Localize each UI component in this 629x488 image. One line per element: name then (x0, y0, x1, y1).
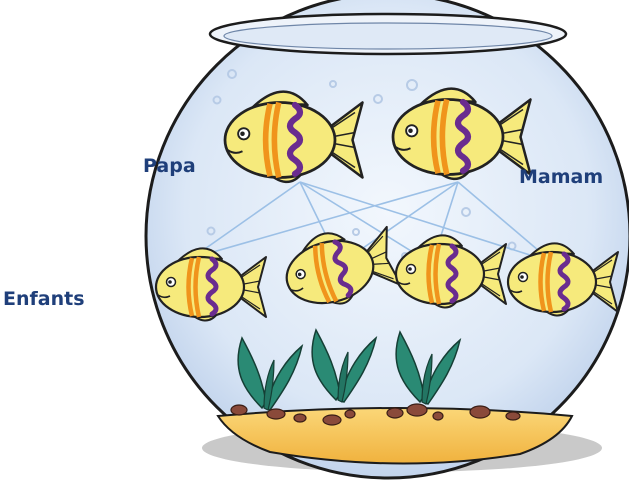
bowl-rim-inner (224, 23, 552, 49)
label-mamam: Mamam (519, 168, 603, 187)
label-enfants: Enfants (3, 290, 85, 309)
label-papa: Papa (143, 157, 196, 176)
